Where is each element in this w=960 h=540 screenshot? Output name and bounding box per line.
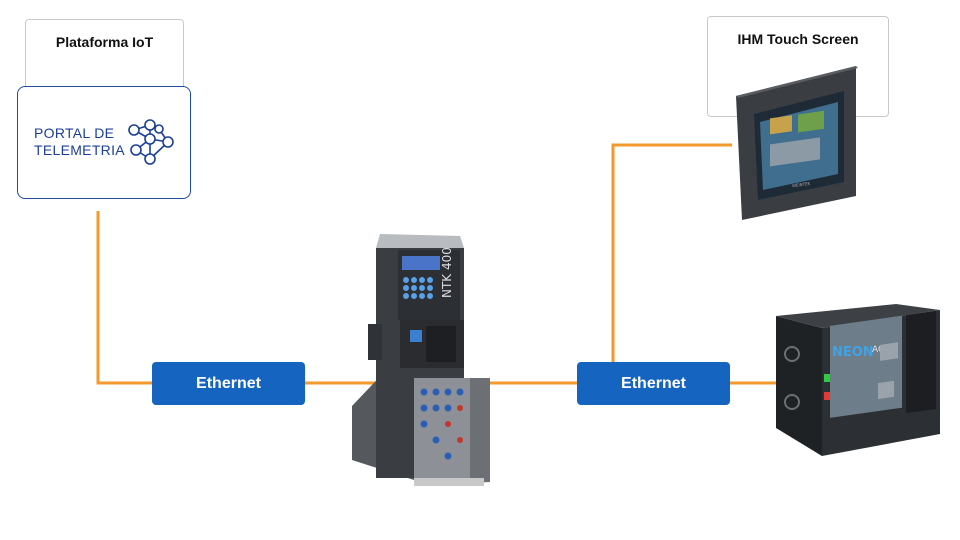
svg-text:WEINTEK: WEINTEK	[792, 181, 811, 189]
connector-iot-to-trainer	[96, 211, 382, 385]
hmi-title: IHM Touch Screen	[737, 31, 859, 47]
telemetry-portal-logo-box: PORTAL DE TELEMETRIA	[17, 86, 191, 199]
trainer-model-label: NTK 400	[440, 247, 454, 298]
connector-switch-to-hmi	[611, 143, 732, 362]
ethernet-button-right[interactable]: Ethernet	[577, 362, 730, 405]
portal-line-1: PORTAL DE	[34, 125, 115, 141]
ethernet-button-left[interactable]: Ethernet	[152, 362, 305, 405]
neon-controller-device: NEON AC	[776, 304, 940, 456]
controller-suffix-label: AC	[872, 345, 884, 355]
telemetry-portal-label: PORTAL DE TELEMETRIA	[34, 125, 125, 159]
network-nodes-icon	[128, 119, 174, 165]
controller-brand-label: NEON	[832, 345, 874, 360]
ntk-trainer-device: NTK 400	[352, 234, 490, 486]
iot-platform-card: Plataforma IoT	[25, 19, 184, 91]
portal-line-2: TELEMETRIA	[34, 142, 125, 158]
hmi-touch-screen-device: WEINTEK	[736, 66, 858, 220]
iot-platform-title: Plataforma IoT	[55, 34, 154, 50]
